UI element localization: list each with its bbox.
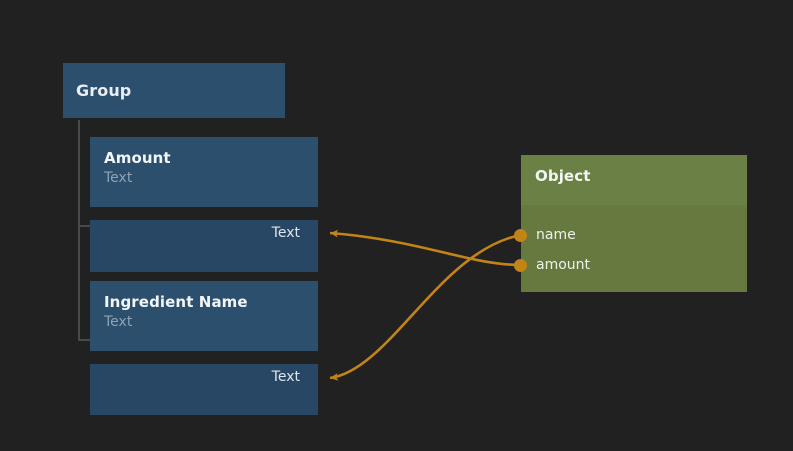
group-title: Group (63, 81, 131, 100)
node-ingredient-name-port-text[interactable]: Text (90, 364, 318, 390)
node-ingredient-name[interactable]: Ingredient Name Text Text (90, 281, 318, 415)
port-dot-icon-name[interactable] (514, 229, 527, 242)
group-tree-branch-ingredient-name (78, 339, 90, 341)
node-ingredient-name-header[interactable]: Ingredient Name Text (90, 281, 318, 351)
node-object[interactable]: Object name amount (521, 155, 747, 292)
node-amount-subtitle: Text (104, 169, 304, 188)
node-object-port-amount[interactable]: amount (521, 250, 747, 280)
group-tree-branch-amount (78, 225, 90, 227)
wire-object-name-to-ingredient-name-text (330, 235, 521, 378)
node-amount-header[interactable]: Amount Text (90, 137, 318, 207)
port-dot-icon-amount[interactable] (514, 259, 527, 272)
node-object-body: name amount (521, 205, 747, 292)
node-amount-port-text-label: Text (272, 225, 300, 241)
node-object-port-amount-label: amount (521, 257, 590, 273)
wire-object-amount-to-amount-text (330, 233, 521, 265)
node-object-title: Object (535, 167, 733, 186)
node-ingredient-name-port-text-label: Text (272, 369, 300, 385)
node-object-header[interactable]: Object (521, 155, 747, 205)
node-amount-body: Text (90, 220, 318, 272)
node-object-port-name[interactable]: name (521, 220, 747, 250)
node-object-port-name-label: name (521, 227, 576, 243)
node-ingredient-name-body: Text (90, 364, 318, 415)
node-amount-title: Amount (104, 149, 304, 168)
group-tree-stem (78, 120, 80, 341)
group-header[interactable]: Group (63, 63, 285, 118)
node-ingredient-name-subtitle: Text (104, 313, 304, 332)
node-ingredient-name-title: Ingredient Name (104, 293, 304, 312)
node-amount-port-text[interactable]: Text (90, 220, 318, 246)
node-amount[interactable]: Amount Text Text (90, 137, 318, 272)
